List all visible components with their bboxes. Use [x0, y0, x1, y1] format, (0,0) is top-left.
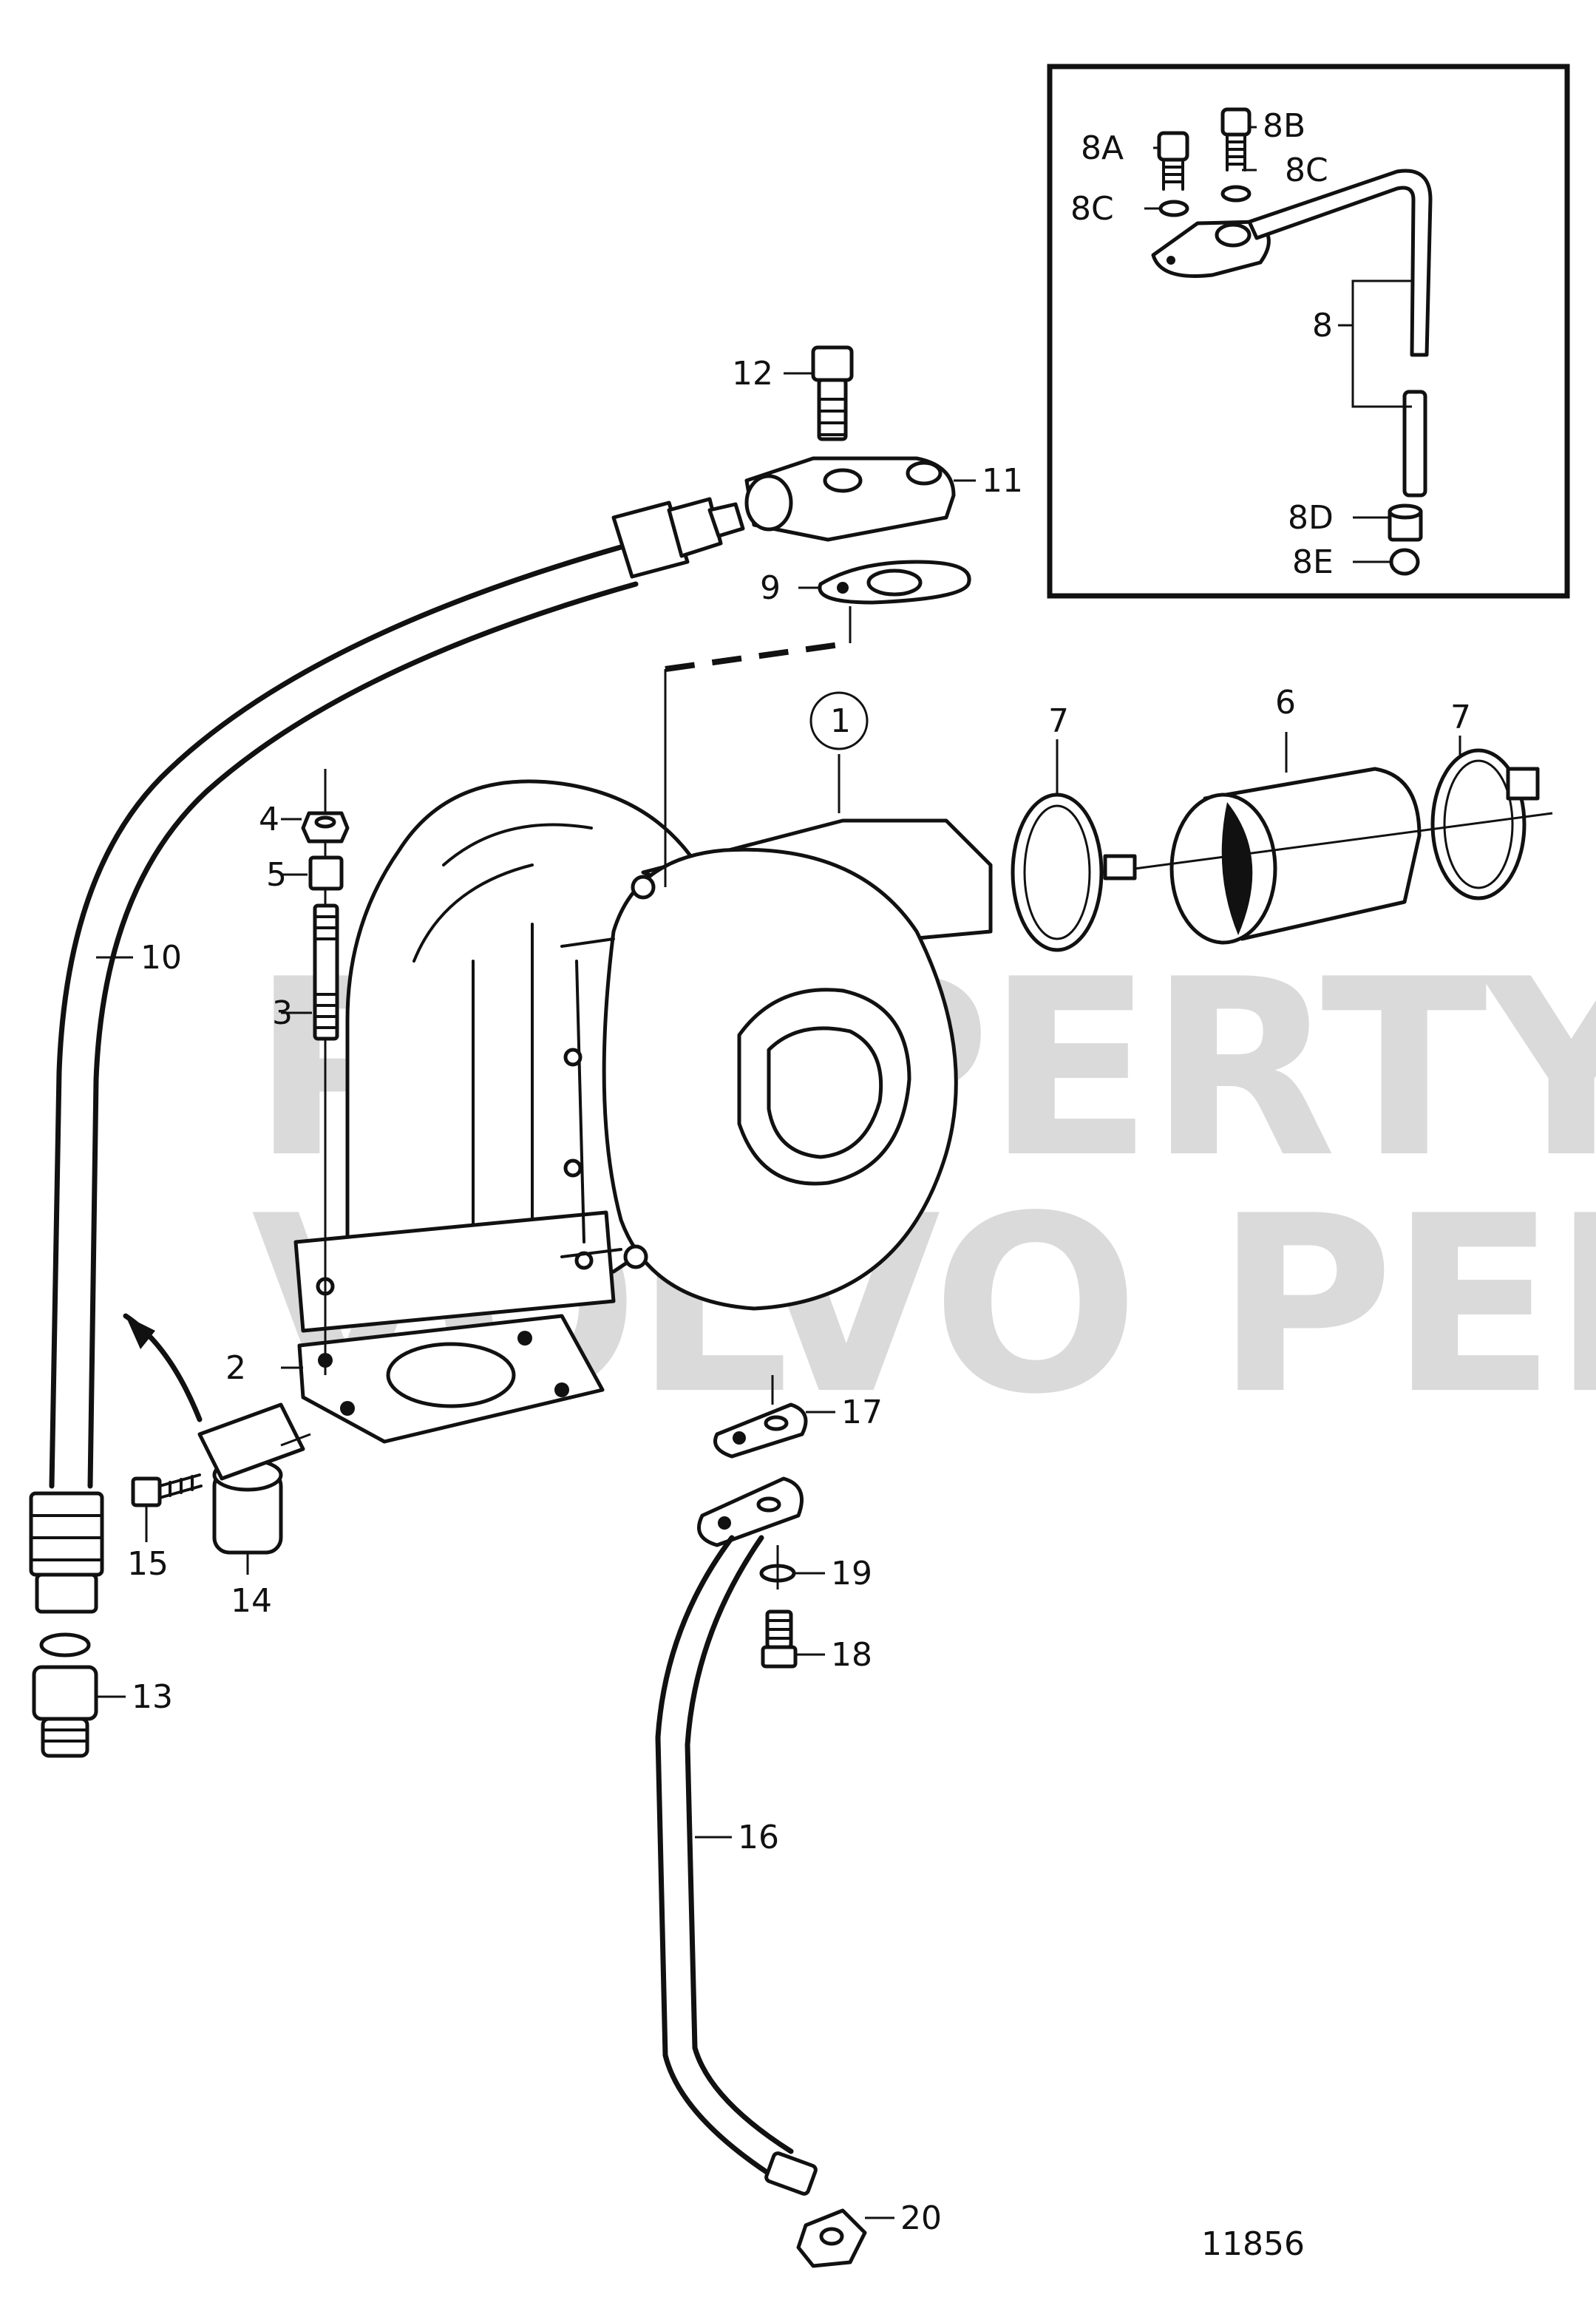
bolt-12: [811, 345, 854, 441]
label-part-19: 19: [831, 1555, 872, 1592]
spacer-5: [308, 855, 344, 891]
flange-11: [744, 456, 956, 542]
clamp-and-bolt: [123, 1313, 311, 1575]
label-part-16: 16: [738, 1819, 779, 1856]
nut-4: [301, 811, 350, 844]
bolt-15: [131, 1473, 203, 1542]
drain-pipe-16: [655, 1535, 818, 2196]
stud-spacer-nut: [301, 769, 350, 1375]
label-part-15: 15: [127, 1545, 169, 1583]
oil-feed-pipe: [29, 497, 745, 1614]
label-part-18: 18: [831, 1636, 872, 1674]
pipe-8-upper: [1247, 169, 1433, 357]
label-part-11: 11: [982, 462, 1023, 500]
label-part-8d: 8D: [1288, 499, 1334, 537]
washer-19: [759, 1564, 825, 1583]
label-part-1: 1: [830, 702, 851, 740]
hose-clamp-7-right: [1134, 736, 1553, 900]
label-part-6: 6: [1275, 684, 1296, 722]
label-part-8c-right: 8C: [1285, 152, 1328, 189]
pipe-10-bottom-fitting: [29, 1491, 104, 1614]
label-part-8c-left: 8C: [1070, 190, 1114, 228]
label-part-20: 20: [900, 2199, 942, 2237]
label-part-4: 4: [259, 801, 279, 838]
label-part-7-left: 7: [1048, 702, 1069, 740]
label-part-8a: 8A: [1081, 129, 1124, 167]
pipe-8-lower: [1402, 390, 1427, 498]
label-part-14: 14: [231, 1582, 272, 1620]
hose-6: [1169, 732, 1422, 945]
pipe-10-top-fitting: [611, 497, 745, 579]
drain-flange: [697, 1476, 804, 1547]
bolt-8a: [1157, 131, 1189, 191]
label-part-3: 3: [272, 994, 293, 1032]
label-part-8e: 8E: [1292, 543, 1334, 581]
bolt-18: [761, 1609, 825, 1669]
part-labels: 1 2 3 4 5 6 7 7 8 8A 8B 8C 8C 8D 8E 9 10…: [127, 107, 1471, 2263]
gasket-17: [713, 1402, 808, 1459]
oil-inlet-flange: [664, 345, 976, 887]
nipple-13: [32, 1632, 126, 1758]
oil-drain-assembly: [655, 1375, 894, 2268]
label-part-10: 10: [140, 939, 182, 977]
hose-clamp-7-left: [1011, 739, 1137, 952]
bolt-8b: [1220, 107, 1252, 172]
label-part-12: 12: [732, 355, 773, 393]
washer-8c-left: [1158, 200, 1189, 217]
turbocharger-1: [560, 691, 993, 1311]
label-part-7-right: 7: [1450, 699, 1471, 736]
label-part-8b: 8B: [1263, 107, 1305, 145]
label-part-9: 9: [760, 569, 781, 607]
label-part-13: 13: [132, 1678, 173, 1716]
inset-detail-box: [1047, 64, 1570, 599]
label-part-2: 2: [225, 1349, 246, 1387]
callout-circle-1: [809, 691, 869, 750]
label-part-17: 17: [841, 1394, 883, 1431]
gasket-9: [818, 560, 971, 605]
label-part-8: 8: [1312, 307, 1333, 345]
ball-8e: [1389, 548, 1420, 576]
drawing-number: 11856: [1201, 2225, 1305, 2263]
label-part-5: 5: [266, 856, 287, 894]
nut-20: [796, 2208, 894, 2268]
stud-3: [313, 903, 339, 1041]
washer-8c-right: [1220, 185, 1252, 203]
